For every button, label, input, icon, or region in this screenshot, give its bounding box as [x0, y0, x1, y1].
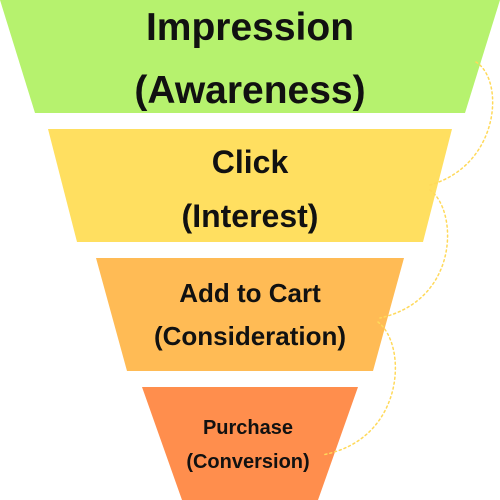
stage-4-subtitle: (Conversion) [186, 451, 309, 473]
connector-arc-2 [379, 189, 449, 319]
stage-2-title: Click [212, 144, 289, 180]
connector-arc-1 [429, 61, 494, 186]
stage-1-title: Impression [146, 6, 354, 49]
funnel-stage-purchase: Purchase (Conversion) [142, 387, 358, 500]
stage-2-subtitle: (Interest) [182, 198, 319, 234]
funnel-connectors [321, 61, 494, 456]
stage-4-title: Purchase [203, 417, 293, 439]
stage-1-subtitle: (Awareness) [134, 69, 365, 112]
funnel-stage-add-to-cart: Add to Cart (Consideration) [96, 258, 404, 371]
funnel-segment-4 [142, 387, 358, 500]
funnel-stage-click: Click (Interest) [48, 129, 452, 242]
connector-arc-3 [321, 321, 397, 456]
stage-3-subtitle: (Consideration) [154, 321, 346, 351]
funnel-stage-impression: Impression (Awareness) [0, 0, 500, 113]
stage-3-title: Add to Cart [179, 278, 321, 308]
funnel-segment-2 [48, 129, 452, 242]
funnel-segment-3 [96, 258, 404, 371]
funnel-segment-1 [0, 0, 500, 113]
